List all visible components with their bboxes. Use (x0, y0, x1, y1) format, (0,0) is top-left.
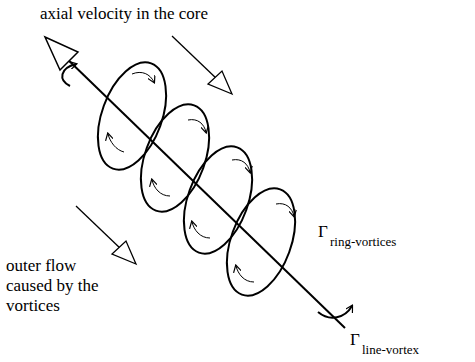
ring-vortices (85, 53, 309, 305)
ring-circulation-arrows (108, 72, 294, 282)
outer-flow-arrow (76, 36, 232, 264)
gamma-symbol: Γ (318, 222, 328, 242)
gamma-subscript: line-vortex (362, 340, 419, 360)
vortex-axis (62, 54, 345, 328)
circulation-arrow (62, 64, 76, 86)
axis-label: axial velocity in the core (40, 4, 208, 24)
gamma-symbol: Γ (350, 330, 360, 350)
flow-label: outer flow caused by the vortices (6, 256, 116, 316)
circulation-arrow (318, 306, 352, 318)
gamma-subscript: ring-vortices (330, 232, 396, 252)
